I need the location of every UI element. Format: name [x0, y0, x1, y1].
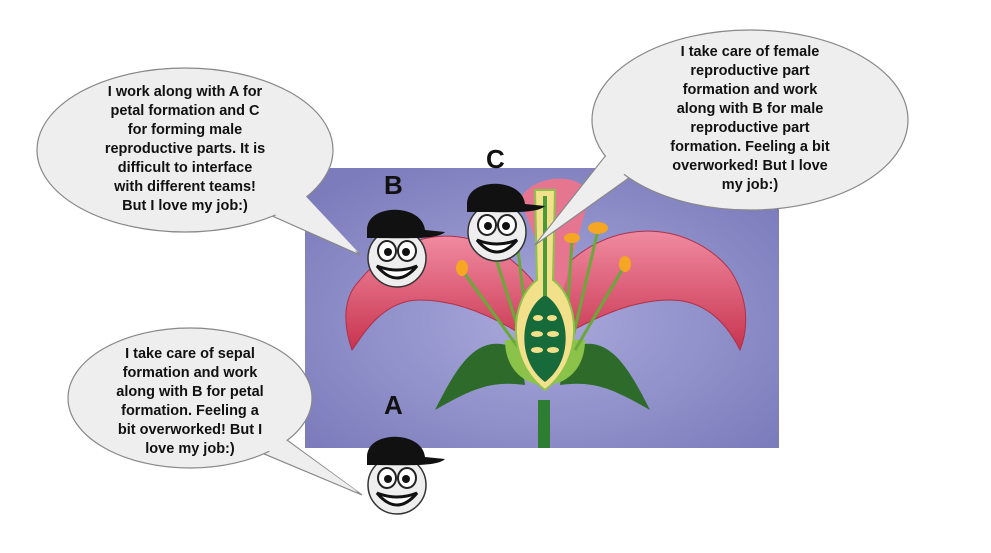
bubble-line: But I love my job:) [122, 198, 248, 214]
bubble-text-c: I take care of female reproductive part fo… [620, 43, 880, 195]
bubble-line: along with B for male [676, 101, 824, 117]
face-b-icon [367, 209, 445, 288]
bubble-line: my job:) [721, 177, 779, 193]
sepal-right [560, 343, 650, 410]
bubble-line: petal formation and C [110, 103, 260, 119]
speech-bubble-b [36, 67, 334, 233]
bubble-line: formation and work [122, 365, 258, 381]
speech-bubble-c [591, 29, 909, 211]
bubble-line: for forming male [127, 122, 243, 138]
bubble-line: formation. Feeling a [121, 403, 259, 419]
bubble-line: difficult to interface [117, 160, 253, 176]
bubble-line: reproductive parts. It is [104, 141, 266, 157]
anthers [456, 222, 631, 276]
bubble-line: love my job:) [145, 441, 235, 457]
ovules [531, 315, 559, 353]
bubble-text-b: I work along with A for petal formation a… [60, 83, 310, 216]
bubble-line: overworked! But I love [672, 158, 828, 174]
bubble-line: I take care of sepal [125, 346, 255, 362]
bubble-line: bit overworked! But I [117, 422, 263, 438]
speech-bubble-a [67, 327, 313, 469]
bubble-line: I work along with A for [107, 84, 263, 100]
bubble-line: formation and work [682, 82, 818, 98]
bubble-line: with different teams! [114, 179, 256, 195]
bubble-line: I take care of female [680, 44, 820, 60]
bubble-text-a: I take care of sepal formation and work al… [85, 345, 295, 459]
face-c-icon [467, 183, 545, 262]
bubble-line: along with B for petal [116, 384, 264, 400]
face-a-icon [367, 436, 445, 515]
label-b: B [384, 170, 403, 200]
bubble-line: reproductive part [690, 120, 810, 136]
label-c: C [486, 144, 505, 174]
sepal-left [435, 343, 525, 410]
flower [345, 178, 747, 448]
petal-right [544, 230, 747, 352]
label-a: A [384, 390, 403, 420]
stem [538, 400, 550, 448]
bubble-line: reproductive part [690, 63, 810, 79]
bubble-line: formation. Feeling a bit [670, 139, 830, 155]
